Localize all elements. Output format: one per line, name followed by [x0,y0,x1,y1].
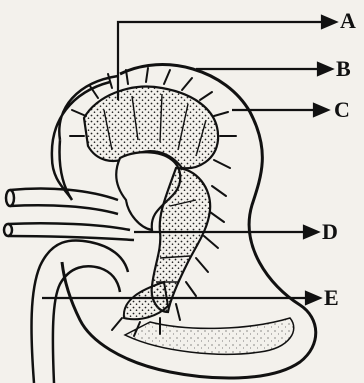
label-d: D [322,221,338,243]
label-e: E [324,287,339,309]
ureter [32,240,128,383]
label-c: C [334,99,350,121]
label-b: B [336,58,351,80]
cortex-lower-band [125,318,294,354]
label-a: A [340,10,356,32]
